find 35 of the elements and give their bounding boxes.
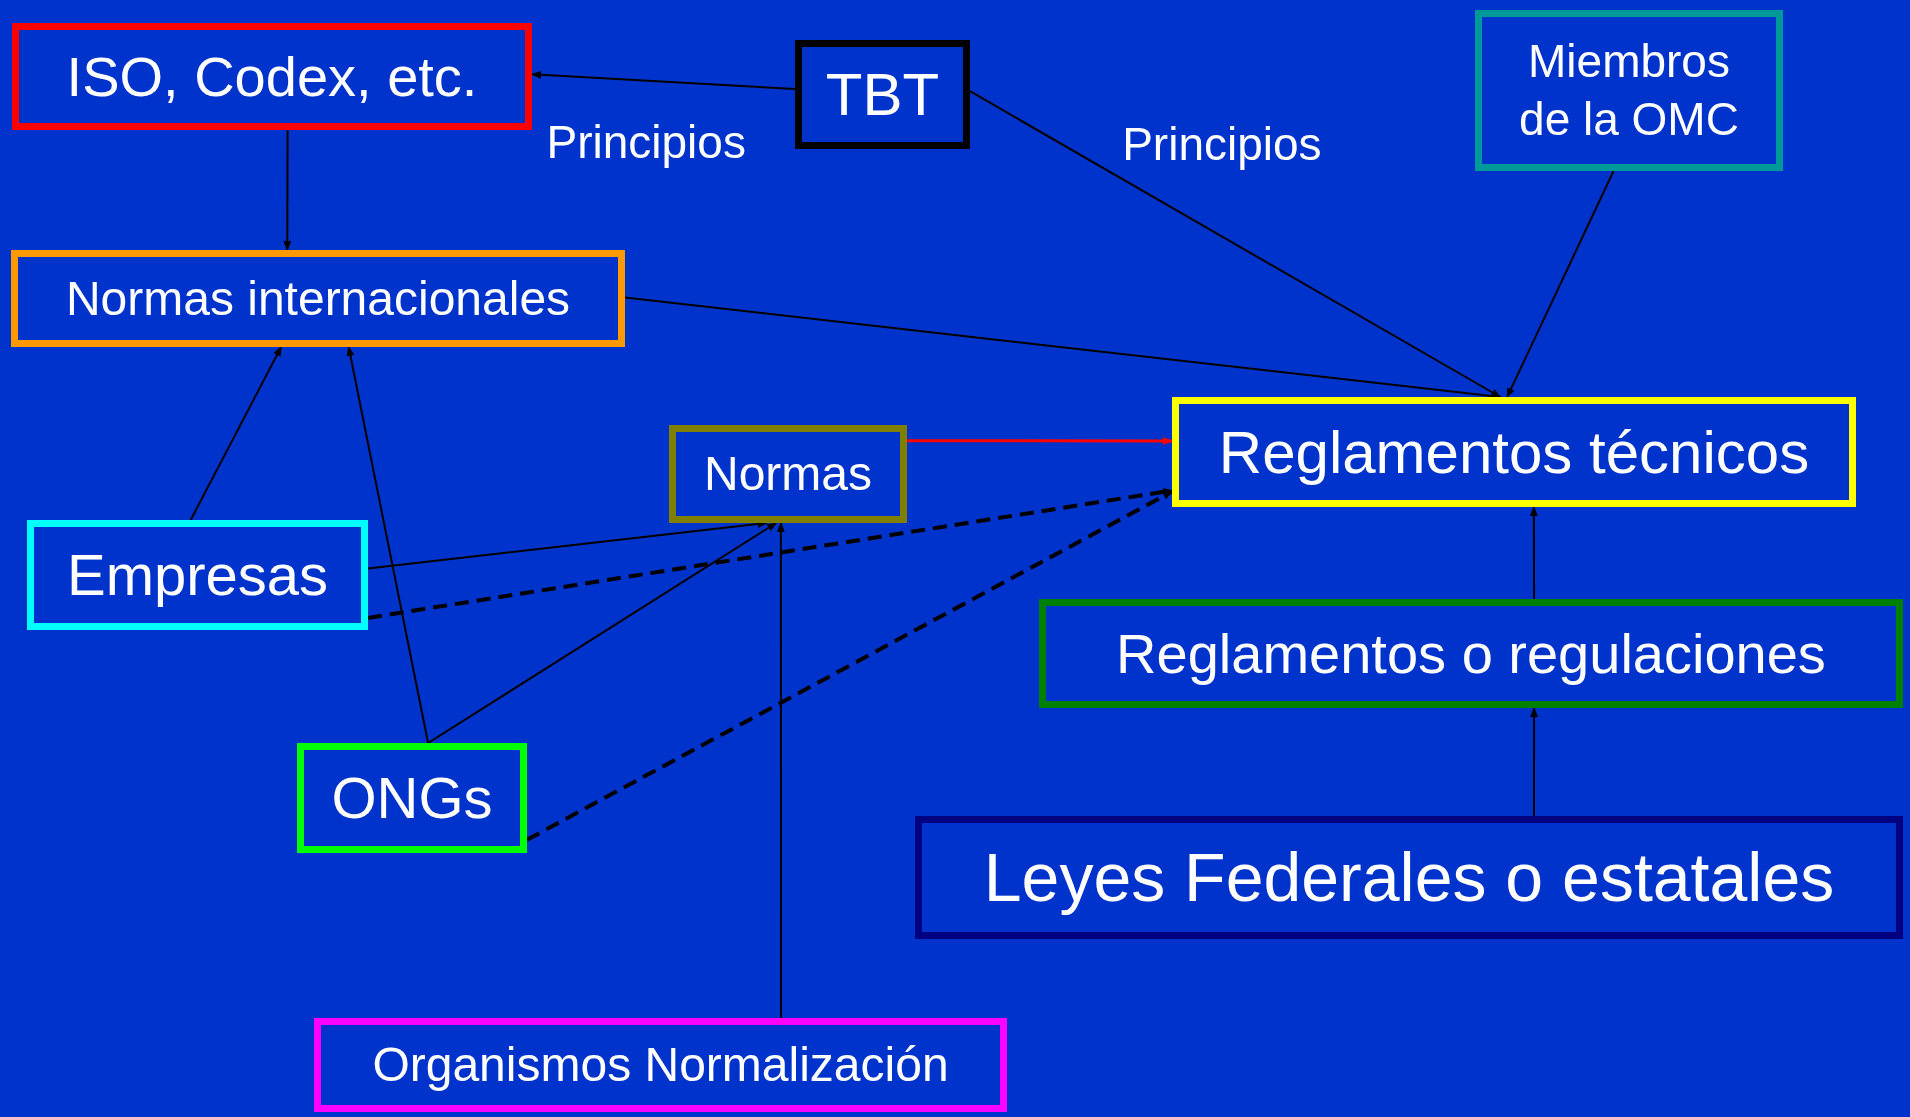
- label-box: [669, 425, 907, 523]
- arrow: [346, 346, 430, 744]
- arrow: [189, 346, 283, 521]
- arrow: [526, 489, 1173, 842]
- arrow: [427, 522, 778, 744]
- label-box: [314, 1018, 1007, 1112]
- arrow: [1506, 170, 1615, 398]
- arrow: [1529, 506, 1538, 600]
- box-label: Leyes Federales o estatales: [983, 838, 1835, 917]
- label-box: [795, 40, 970, 149]
- arrow: [969, 90, 1502, 398]
- box-label: ISO, Codex, etc.: [66, 43, 478, 110]
- label-box: [1172, 397, 1856, 507]
- box-label: TBT: [825, 60, 940, 130]
- label-box: [297, 743, 527, 853]
- box-label: Normas internacionales: [65, 270, 571, 327]
- label-box: [915, 816, 1903, 939]
- arrow: [367, 487, 1173, 620]
- arrow: [283, 129, 292, 251]
- box-label: Organismos Normalización: [372, 1037, 949, 1093]
- label-box: [1039, 599, 1903, 708]
- arrow: [776, 522, 785, 1019]
- arrow: [907, 437, 1173, 445]
- box-label: Reglamentos o regulaciones: [1116, 620, 1826, 687]
- label-box: [27, 520, 368, 630]
- box-label: Reglamentos técnicos: [1218, 417, 1810, 488]
- label-box: [1475, 10, 1783, 171]
- label-box: [12, 23, 532, 130]
- arrow: [531, 70, 796, 91]
- arrow: [1530, 707, 1539, 817]
- box-label: Miembros de la OMC: [1518, 34, 1740, 147]
- box-label: Empresas: [66, 540, 329, 609]
- box-label: Normas: [704, 446, 872, 502]
- label-box: [11, 250, 625, 347]
- box-label: ONGs: [331, 763, 493, 832]
